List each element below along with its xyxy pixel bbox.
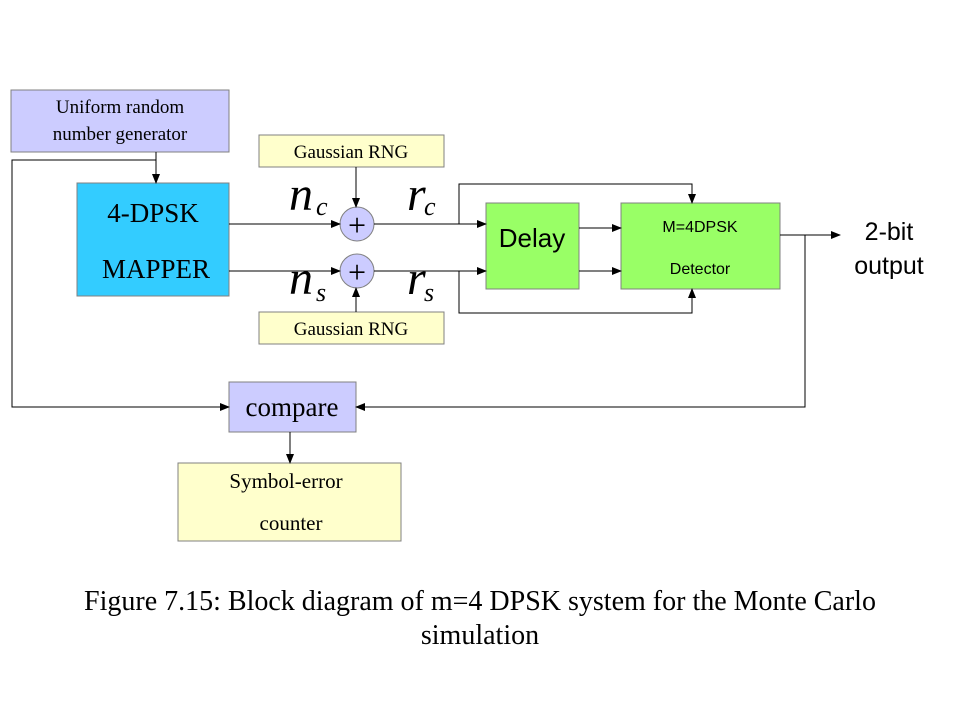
gaussian-rng-top-label: Gaussian RNG — [294, 142, 409, 163]
output-label-line2: output — [854, 252, 924, 280]
figure-caption: Figure 7.15: Block diagram of m=4 DPSK s… — [0, 585, 960, 653]
detector-box — [620, 202, 781, 290]
detector-label-line2: Detector — [670, 261, 731, 278]
signal-rc: r c — [407, 168, 436, 221]
signal-rs-sub: s — [424, 278, 434, 307]
signal-rc-base: r — [407, 168, 426, 221]
error-counter-label-line2: counter — [260, 511, 323, 535]
edge-bypass-bottom-to-detector — [458, 271, 696, 314]
compare-label: compare — [246, 392, 339, 422]
gaussian-rng-bottom-block: Gaussian RNG — [258, 311, 445, 345]
signal-rc-sub: c — [424, 192, 436, 221]
mapper-box — [76, 182, 230, 297]
mapper-label-line1: 4-DPSK — [107, 198, 199, 228]
signal-nc: n c — [289, 168, 328, 221]
gaussian-rng-top-block: Gaussian RNG — [258, 134, 445, 168]
mapper-label-line2: MAPPER — [102, 254, 210, 284]
adder-top: + — [339, 206, 375, 243]
signal-rs-base: r — [407, 252, 426, 305]
delay-label: Delay — [499, 223, 565, 253]
adder-bottom: + — [339, 253, 375, 290]
adder-top-symbol: + — [348, 207, 366, 243]
mapper-block: 4-DPSK MAPPER — [76, 182, 230, 297]
compare-block: compare — [228, 381, 357, 433]
signal-ns-sub: s — [316, 278, 326, 307]
detector-block: M=4DPSK Detector — [620, 202, 781, 290]
error-counter-box — [177, 462, 402, 542]
uniform-rng-box — [10, 89, 230, 153]
signal-nc-sub: c — [316, 192, 328, 221]
delay-block: Delay — [485, 202, 580, 290]
uniform-rng-label-line2: number generator — [53, 124, 188, 145]
error-counter-block: Symbol-error counter — [177, 462, 402, 542]
gaussian-rng-top-box — [258, 134, 445, 168]
error-counter-label-line1: Symbol-error — [229, 469, 342, 493]
gaussian-rng-bottom-box — [258, 311, 445, 345]
signal-rs: r s — [407, 252, 434, 307]
signal-ns: n s — [289, 252, 326, 307]
edge-output-to-compare — [355, 235, 806, 411]
output-label: 2-bit output — [854, 218, 924, 280]
gaussian-rng-bottom-label: Gaussian RNG — [294, 319, 409, 340]
uniform-rng-block: Uniform random number generator — [10, 89, 230, 153]
adder-bottom-symbol: + — [348, 254, 366, 290]
figure-caption-line1: Figure 7.15: Block diagram of m=4 DPSK s… — [84, 586, 876, 617]
connections — [11, 152, 841, 464]
output-label-line1: 2-bit — [865, 218, 914, 246]
edge-uniform-to-compare — [11, 159, 230, 411]
delay-box — [485, 202, 580, 290]
uniform-rng-label-line1: Uniform random — [56, 97, 184, 118]
edge-bypass-top-to-detector — [458, 183, 696, 224]
compare-box — [228, 381, 357, 433]
figure-caption-line2: simulation — [420, 620, 540, 651]
detector-label-line1: M=4DPSK — [662, 219, 737, 236]
signal-nc-base: n — [289, 168, 313, 221]
signal-ns-base: n — [289, 252, 313, 305]
